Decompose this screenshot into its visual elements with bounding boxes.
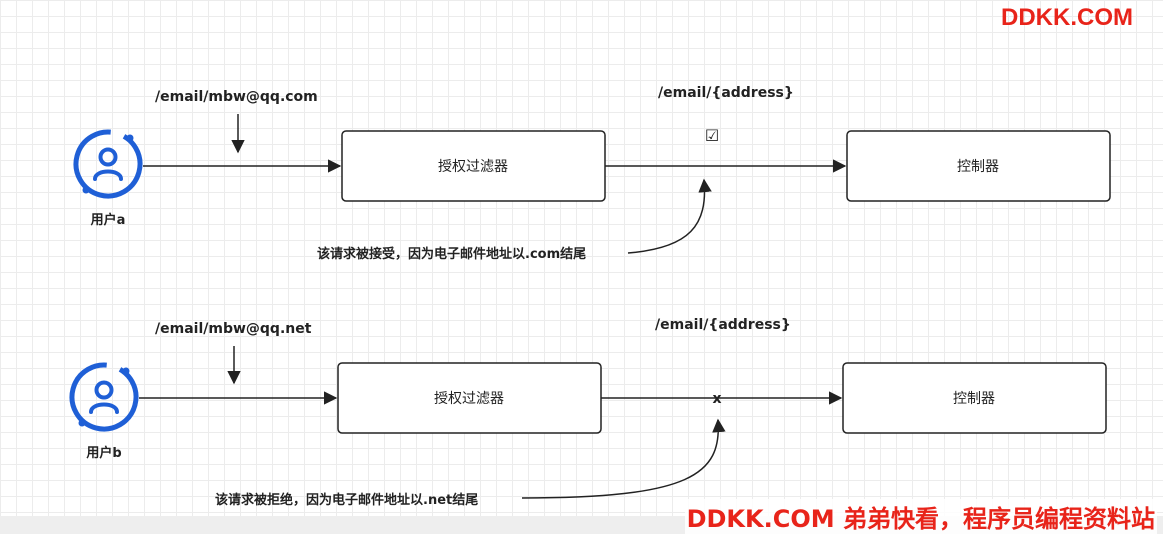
user-a-label: 用户a <box>90 212 126 228</box>
watermark-bottom: DDKK.COM 弟弟快看，程序员编程资料站 <box>684 499 1157 534</box>
request-url-b: /email/mbw@qq.net <box>155 321 312 337</box>
controller-label-a: 控制器 <box>957 159 999 175</box>
rejected-x-icon: x <box>712 391 721 407</box>
controller-box-b[interactable] <box>842 362 1107 434</box>
flow-b: 用户b /email/mbw@qq.net 授权过滤器 /email/{addr… <box>60 317 1107 508</box>
watermark-top: DDKK.COM <box>1001 4 1133 31</box>
note-b: 该请求被拒绝，因为电子邮件地址以.net结尾 <box>215 492 478 508</box>
note-curve-arrow-a <box>627 178 712 254</box>
user-a-icon[interactable] <box>64 120 151 207</box>
user-b-icon[interactable] <box>60 353 147 440</box>
controller-box-a[interactable] <box>846 130 1111 202</box>
endpoint-pattern-a: /email/{address} <box>658 85 794 101</box>
filter-label-b: 授权过滤器 <box>434 391 504 407</box>
filter-label-a: 授权过滤器 <box>438 159 508 175</box>
endpoint-pattern-b: /email/{address} <box>655 317 791 333</box>
controller-label-b: 控制器 <box>953 391 995 407</box>
accepted-check-icon: ☑ <box>705 126 719 145</box>
note-curve-arrow-b <box>521 418 726 499</box>
request-url-a: /email/mbw@qq.com <box>155 89 318 105</box>
user-b-label: 用户b <box>85 445 121 461</box>
note-a: 该请求被接受，因为电子邮件地址以.com结尾 <box>317 246 586 262</box>
flow-a: 用户a /email/mbw@qq.com 授权过滤器 /email/{addr… <box>64 85 1111 262</box>
